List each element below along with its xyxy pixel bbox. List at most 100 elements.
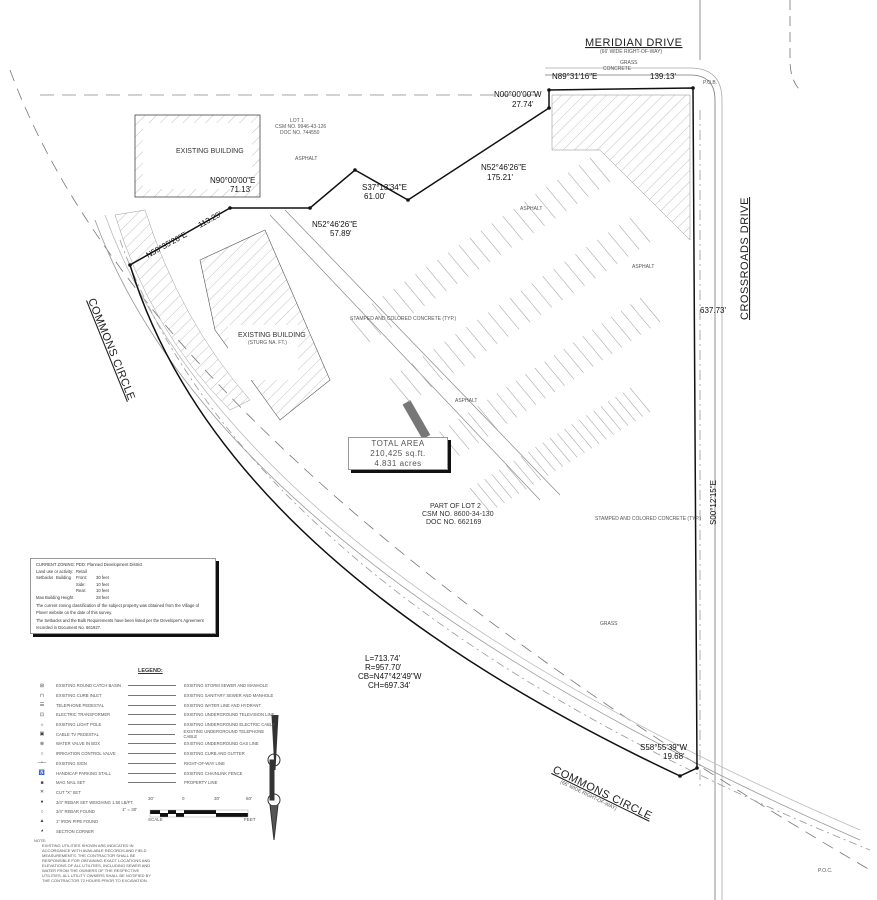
- parking-stall-line: [575, 254, 596, 279]
- parking-stalls: [349, 157, 661, 513]
- note-text: EXISTING UTILITIES SHOWN ARE INDICATED I…: [42, 843, 151, 883]
- parking-stall-line: [498, 305, 520, 330]
- boundary-monuments: [128, 86, 699, 778]
- parking-stall-line: [586, 246, 607, 272]
- legend-label: MAG NAIL SET: [56, 780, 86, 786]
- legend-label: ELECTRIC TRANSFORMER: [56, 712, 111, 718]
- zoning-value: PDD: Planned Development District: [76, 562, 143, 567]
- parking-stall-line: [360, 310, 382, 335]
- bearing-s37: S37°13'34"E: [362, 183, 407, 192]
- parking-stall-line: [615, 396, 636, 422]
- front-value: 30 feet: [96, 575, 109, 580]
- street-commons-circle-bottom: COMMONS CIRCLE: [551, 764, 654, 823]
- curve-chord: CH=697.34': [368, 681, 411, 690]
- legend-label: EXISTING LIGHT POLE: [56, 722, 102, 728]
- legend-item: EXISTING UNDERGROUND TELEVISION LINE: [128, 710, 278, 720]
- parking-stall-line: [422, 355, 443, 381]
- total-area-box: TOTAL AREA 210,425 sq.ft. 4.831 acres: [348, 437, 448, 470]
- parking-stall-line: [448, 425, 470, 450]
- parking-stall-line: [592, 329, 613, 355]
- north-arrow-icon: [267, 714, 281, 841]
- distance-n90: 71.13': [230, 185, 252, 194]
- zoning-table: CURRENT ZONING:PDD: Planned Development …: [30, 558, 216, 634]
- parking-stall-line: [601, 323, 623, 348]
- legend-item: RIGHT-OF-WAY LINE: [128, 759, 278, 769]
- lot1-label: LOT 1: [290, 118, 304, 124]
- legend-symbol-icon: ⊞: [39, 682, 45, 689]
- legend-symbol-icon: ▲: [39, 818, 45, 825]
- legend-label: EXISTING UNDERGROUND TELEVISION LINE: [184, 712, 275, 718]
- parking-stall-line: [524, 201, 545, 226]
- parking-stall-line: [389, 377, 411, 403]
- side-value: 10 feet: [96, 581, 109, 587]
- lot1-csm: CSM NO. 9946-43-126: [275, 124, 326, 130]
- legend-label: CUT "X" SET: [56, 789, 81, 795]
- legend-item: ─•─EXISTING SIGN: [28, 759, 134, 769]
- parking-stall-line: [542, 275, 563, 301]
- parking-stall-line: [382, 295, 403, 321]
- legend-symbol-icon: ⊗: [39, 740, 45, 747]
- legend-symbol-icon: ✕: [39, 789, 45, 796]
- building-2-label: EXISTING BUILDING: [238, 332, 306, 339]
- parking-stall-line: [349, 317, 371, 343]
- zoning-label: CURRENT ZONING:: [36, 562, 76, 567]
- parking-stall-line: [557, 179, 578, 205]
- parking-stall-line: [597, 239, 618, 265]
- parking-stall-line: [534, 367, 556, 393]
- street-row-note: (66' WIDE RIGHT-OF-WAY): [600, 49, 662, 55]
- parking-stall-line: [542, 442, 563, 467]
- building-2-sub: (STURG NA. FT.): [248, 340, 287, 346]
- distance-ne2: 57.89': [330, 229, 352, 238]
- legend-title: LEGEND:: [138, 668, 163, 674]
- parking-stall-line: [458, 418, 479, 444]
- parking-stall-line: [513, 208, 534, 234]
- distance-n00: 27.74': [512, 100, 534, 109]
- parking-stall-line: [527, 451, 549, 476]
- bearing-ne1: N52°46'26"E: [481, 163, 526, 172]
- legend-item: EXISTING STORM SEWER AND MANHOLE: [128, 681, 278, 691]
- parking-stall-line: [546, 186, 567, 212]
- parking-stall-line: [571, 424, 593, 449]
- zoning-note-2: The Setbacks and the Bulk Requirements h…: [36, 618, 204, 630]
- legend-item: PROPERTY LINE: [128, 778, 278, 788]
- parking-stall-line: [506, 386, 527, 412]
- legend-label: EXISTING STORM SEWER AND MANHOLE: [184, 683, 268, 689]
- total-area-sqft: 210,425 sq.ft.: [370, 449, 426, 458]
- scale-tick: 0: [182, 796, 185, 801]
- legend-item: ▣CABLE TV PEDESTAL: [28, 729, 134, 739]
- legend-line-symbol: [128, 704, 176, 706]
- parking-stall-line: [553, 355, 575, 380]
- legend-label: WATER VALVE IN BOX: [56, 741, 101, 747]
- parking-stall-line: [477, 483, 498, 508]
- legend-item: ○3/4" REBAR FOUND: [28, 807, 134, 817]
- asphalt-label: ASPHALT: [520, 206, 542, 212]
- parking-stall-line: [600, 405, 622, 431]
- parking-stall-line: [531, 283, 553, 308]
- scale-tick: 30': [214, 796, 220, 801]
- scale-tick: 30': [148, 796, 154, 801]
- legend-label: EXISTING CURB INLET: [56, 693, 102, 699]
- legend-label: EXISTING CHAINLINK FENCE: [184, 770, 243, 776]
- setbacks-label: Setbacks: [36, 575, 54, 580]
- legend-item: ▲1" IRON PIPE FOUND: [28, 817, 134, 827]
- parking-stall-line: [491, 474, 513, 499]
- front-label: Front:: [76, 575, 87, 580]
- total-area-acres: 4.831 acres: [374, 459, 422, 468]
- parking-stall-line: [544, 361, 565, 386]
- legend-line-symbol: [128, 762, 176, 764]
- street-crossroads-drive: CROSSROADS DRIVE: [739, 197, 751, 320]
- scale-tick: 60': [246, 796, 252, 801]
- parking-stall-line: [593, 410, 614, 435]
- legend-label: PROPERTY LINE: [184, 780, 218, 786]
- parking-stall-line: [404, 281, 425, 306]
- street-commons-circle-left: COMMONS CIRCLE: [85, 297, 137, 403]
- parking-stall-line: [525, 374, 546, 399]
- legend-symbol-icon: ─•─: [37, 760, 47, 767]
- building-1-label: EXISTING BUILDING: [176, 148, 244, 155]
- concrete-walk: [269, 209, 561, 501]
- parking-stall-line: [371, 303, 393, 328]
- legend-label: EXISTING WATER LINE AND HYDRANT: [184, 702, 262, 708]
- grass-label: GRASS: [620, 60, 638, 66]
- parking-stall-line: [455, 334, 476, 359]
- distance-s58: 19.68': [663, 752, 685, 761]
